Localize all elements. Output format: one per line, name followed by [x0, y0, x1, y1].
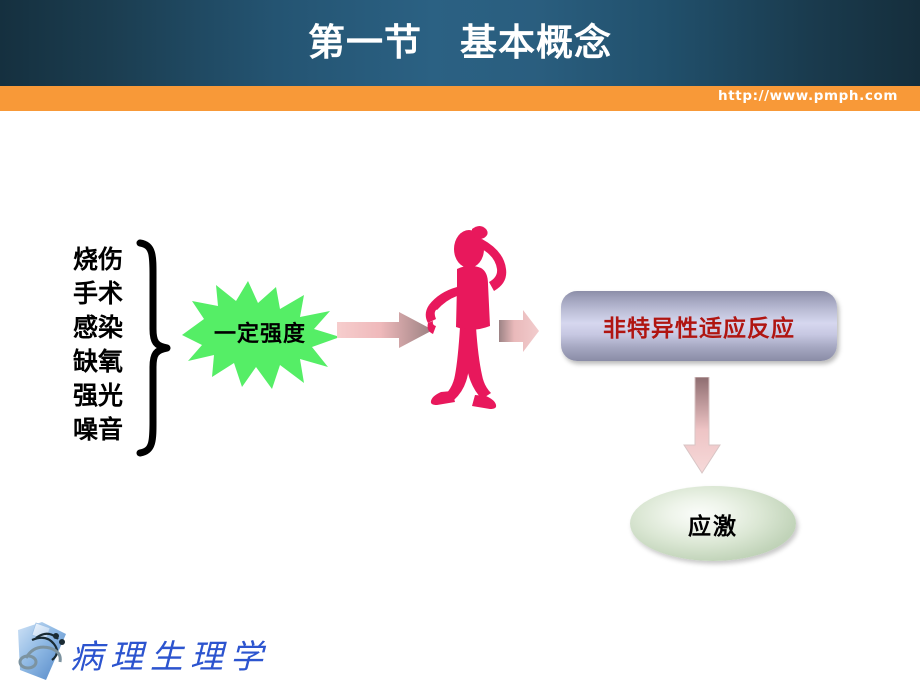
result-ellipse-label: 应激 — [688, 513, 738, 540]
result-ellipse: 应激 — [630, 486, 796, 561]
footer-brand: 病理生理学 — [70, 637, 270, 676]
list-item: 噪音 — [72, 415, 123, 444]
reaction-box: 非特异性适应反应 — [561, 291, 837, 361]
list-item: 强光 — [72, 381, 123, 410]
reaction-box-label: 非特异性适应反应 — [603, 316, 795, 342]
stressor-list: 烧伤 手术 感染 缺氧 强光 噪音 — [58, 243, 138, 447]
list-item: 缺氧 — [72, 347, 123, 376]
arrow-down-icon — [683, 377, 721, 474]
stressed-person-figure — [425, 226, 507, 409]
slide-header-band — [0, 0, 920, 86]
intensity-burst-shape — [182, 281, 340, 389]
list-item: 感染 — [72, 313, 123, 342]
footer-logo: 病理生理学 — [12, 618, 312, 688]
book-stethoscope-icon — [18, 622, 66, 680]
publisher-url: http://www.pmph.com — [718, 88, 898, 104]
list-item: 烧伤 — [72, 245, 123, 274]
right-curly-brace-icon — [136, 239, 171, 457]
arrow-right-small-icon — [499, 310, 539, 352]
diagram-canvas: 烧伤 手术 感染 缺氧 强光 噪音 一定强度 — [0, 111, 920, 690]
page-title: 第一节 基本概念 — [308, 21, 612, 64]
list-item: 手术 — [72, 279, 123, 308]
accent-bar — [0, 86, 920, 111]
arrow-right-icon — [337, 312, 433, 348]
intensity-label: 一定强度 — [213, 322, 306, 347]
